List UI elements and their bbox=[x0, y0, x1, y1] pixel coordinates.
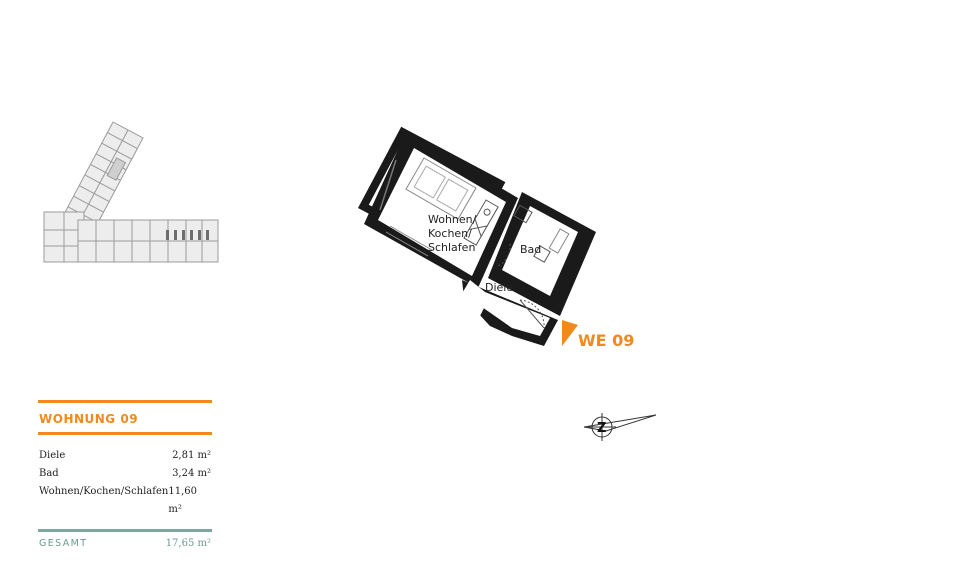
building-key-plan bbox=[43, 121, 219, 263]
room-name: Wohnen/Kochen/Schlafen bbox=[39, 486, 169, 497]
room-name: Bad bbox=[39, 468, 59, 479]
unit-tag: WE 09 bbox=[578, 331, 635, 350]
north-arrow-icon: Z bbox=[583, 413, 657, 441]
kitchen-counter-icon bbox=[463, 199, 499, 246]
apartment-title: WOHNUNG 09 bbox=[39, 412, 139, 426]
room-area: 11,60 m² bbox=[168, 486, 197, 515]
room-area: 2,81 m² bbox=[172, 450, 211, 461]
apartment-info-panel: WOHNUNG 09 Diele 2,81 m² Bad 3,24 m² Woh… bbox=[38, 400, 212, 549]
apartment-floor-plan: Wohnen/ Kochen/ Schlafen Bad Diele bbox=[358, 126, 596, 346]
total-label: GESAMT bbox=[39, 538, 88, 549]
room-area: 3,24 m² bbox=[172, 468, 211, 479]
divider bbox=[38, 400, 212, 403]
total-row: GESAMT 17,65 m² bbox=[38, 532, 212, 549]
room-label-bath: Bad bbox=[520, 243, 541, 256]
list-item: Wohnen/Kochen/Schlafen 11,60 m² bbox=[38, 483, 212, 519]
room-area-list: Diele 2,81 m² Bad 3,24 m² Wohnen/Kochen/… bbox=[38, 447, 212, 519]
svg-text:Z: Z bbox=[597, 421, 606, 436]
bed-icon bbox=[405, 157, 477, 220]
list-item: Bad 3,24 m² bbox=[38, 465, 212, 483]
room-label-living: Wohnen/ bbox=[428, 213, 477, 226]
divider bbox=[38, 529, 212, 532]
divider bbox=[38, 432, 212, 435]
room-label-living: Kochen/ bbox=[428, 227, 472, 240]
room-name: Diele bbox=[39, 450, 66, 461]
list-item: Diele 2,81 m² bbox=[38, 447, 212, 465]
entrance-arrow-icon bbox=[562, 320, 578, 346]
room-label-hall: Diele bbox=[485, 281, 513, 294]
room-label-living: Schlafen bbox=[428, 241, 475, 254]
total-area: 17,65 m² bbox=[165, 538, 211, 549]
